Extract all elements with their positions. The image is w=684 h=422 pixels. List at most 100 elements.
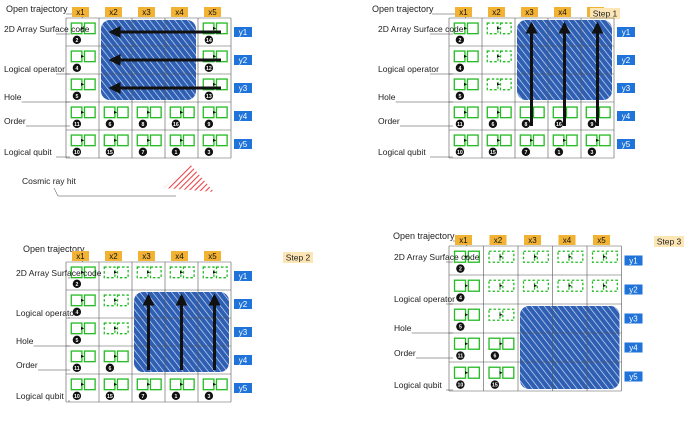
column-label-x5: x5: [204, 7, 221, 17]
logical-qubit-icon: [202, 50, 228, 63]
logical-qubit-icon: [453, 106, 479, 119]
row-label-y4: y4: [234, 111, 252, 121]
order-badge-icon: 11: [456, 351, 465, 360]
row-label-y5: y5: [617, 139, 635, 149]
logical-qubit-icon: [453, 250, 480, 263]
logical-qubit-icon: [70, 322, 96, 335]
dashed-logical-qubit-icon: [486, 50, 512, 63]
svg-text:y5: y5: [239, 384, 248, 393]
logical-qubit-icon: [136, 106, 162, 119]
svg-text:y4: y4: [239, 112, 248, 121]
svg-text:3: 3: [590, 150, 593, 156]
order-badge-icon: 4: [72, 63, 82, 73]
annotation-label: Logical operator: [378, 64, 439, 74]
svg-text:6: 6: [491, 122, 494, 128]
dashed-logical-qubit-icon: [591, 279, 618, 292]
column-label-x4: x4: [171, 251, 188, 261]
order-badge-icon: 7: [138, 391, 148, 401]
svg-text:x4: x4: [175, 8, 184, 17]
svg-text:y3: y3: [629, 315, 638, 324]
logical-qubit-icon: [585, 134, 611, 147]
svg-text:x5: x5: [208, 8, 217, 17]
order-badge-icon: 10: [455, 147, 465, 157]
svg-text:x2: x2: [109, 8, 118, 17]
order-badge-icon: 16: [554, 119, 564, 129]
svg-text:y5: y5: [622, 140, 631, 149]
svg-text:2: 2: [458, 38, 461, 44]
logical-qubit-icon: [70, 350, 96, 363]
annotation-label: 2D Array Surface code: [394, 252, 480, 262]
row-label-y3: y3: [624, 313, 643, 324]
svg-text:y3: y3: [239, 328, 248, 337]
svg-text:10: 10: [74, 394, 80, 400]
order-badge-icon: 7: [138, 147, 148, 157]
row-label-y3: y3: [234, 327, 252, 337]
svg-text:15: 15: [490, 150, 496, 156]
svg-text:Step 1: Step 1: [593, 9, 618, 19]
svg-text:16: 16: [556, 122, 562, 128]
dashed-logical-qubit-icon: [136, 266, 162, 279]
column-label-x3: x3: [524, 235, 541, 245]
open-trajectory-label: Open trajectory: [6, 4, 68, 14]
svg-text:y1: y1: [622, 28, 631, 37]
annotation-label: Logical qubit: [378, 147, 426, 157]
svg-text:y5: y5: [239, 140, 248, 149]
logical-qubit-icon: [552, 134, 578, 147]
logical-qubit-icon: [136, 378, 162, 391]
column-label-x5: x5: [593, 235, 610, 245]
column-label-x1: x1: [72, 7, 89, 17]
logical-qubit-icon: [70, 134, 96, 147]
logical-qubit-icon: [453, 337, 480, 350]
svg-text:y4: y4: [239, 356, 248, 365]
row-label-y4: y4: [624, 342, 643, 353]
svg-text:10: 10: [457, 150, 463, 156]
annotation-label: Hole: [394, 323, 412, 333]
logical-qubit-icon: [70, 22, 96, 35]
row-label-y4: y4: [234, 355, 252, 365]
order-badge-icon: 11: [455, 119, 465, 129]
logical-qubit-icon: [519, 134, 545, 147]
svg-text:y1: y1: [239, 28, 248, 37]
annotation-label: Logical qubit: [394, 380, 442, 390]
dashed-logical-qubit-icon: [486, 78, 512, 91]
step-label: Step 3: [654, 236, 684, 247]
row-label-y2: y2: [234, 299, 252, 309]
svg-text:x5: x5: [597, 236, 606, 245]
svg-text:y3: y3: [622, 84, 631, 93]
svg-text:5: 5: [459, 325, 462, 331]
svg-text:11: 11: [457, 122, 463, 128]
svg-text:x1: x1: [76, 8, 85, 17]
svg-text:x4: x4: [563, 236, 572, 245]
logical-qubit-icon: [486, 134, 512, 147]
logical-qubit-icon: [488, 337, 515, 350]
annotation-label: Order: [16, 360, 38, 370]
dashed-logical-qubit-icon: [103, 266, 129, 279]
svg-text:y2: y2: [239, 300, 248, 309]
logical-qubit-icon: [453, 22, 479, 35]
svg-text:2: 2: [459, 267, 462, 273]
annotation-label: Hole: [378, 92, 396, 102]
dashed-logical-qubit-icon: [169, 266, 195, 279]
annotation-label: Logical qubit: [4, 147, 52, 157]
column-label-x2: x2: [488, 7, 505, 17]
logical-qubit-icon: [202, 134, 228, 147]
order-badge-icon: 12: [204, 63, 214, 73]
column-label-x4: x4: [554, 7, 571, 17]
row-label-y1: y1: [617, 27, 635, 37]
order-badge-icon: 6: [490, 351, 500, 360]
svg-text:11: 11: [458, 354, 464, 360]
logical-qubit-icon: [169, 106, 195, 119]
svg-text:y2: y2: [622, 56, 631, 65]
panel-step1: Open trajectoryx1x2x3x4x5y1y2y3y4y5Step …: [372, 4, 635, 159]
annotation-label: 2D Array Surface code: [378, 24, 464, 34]
logical-qubit-icon: [169, 134, 195, 147]
svg-text:15: 15: [107, 150, 113, 156]
dashed-logical-qubit-icon: [488, 250, 515, 263]
order-badge-icon: 9: [204, 119, 214, 129]
order-badge-icon: 6: [105, 363, 115, 373]
logical-qubit-icon: [453, 366, 480, 379]
step-label: Step 2: [283, 252, 313, 263]
order-badge-icon: 2: [456, 264, 465, 273]
